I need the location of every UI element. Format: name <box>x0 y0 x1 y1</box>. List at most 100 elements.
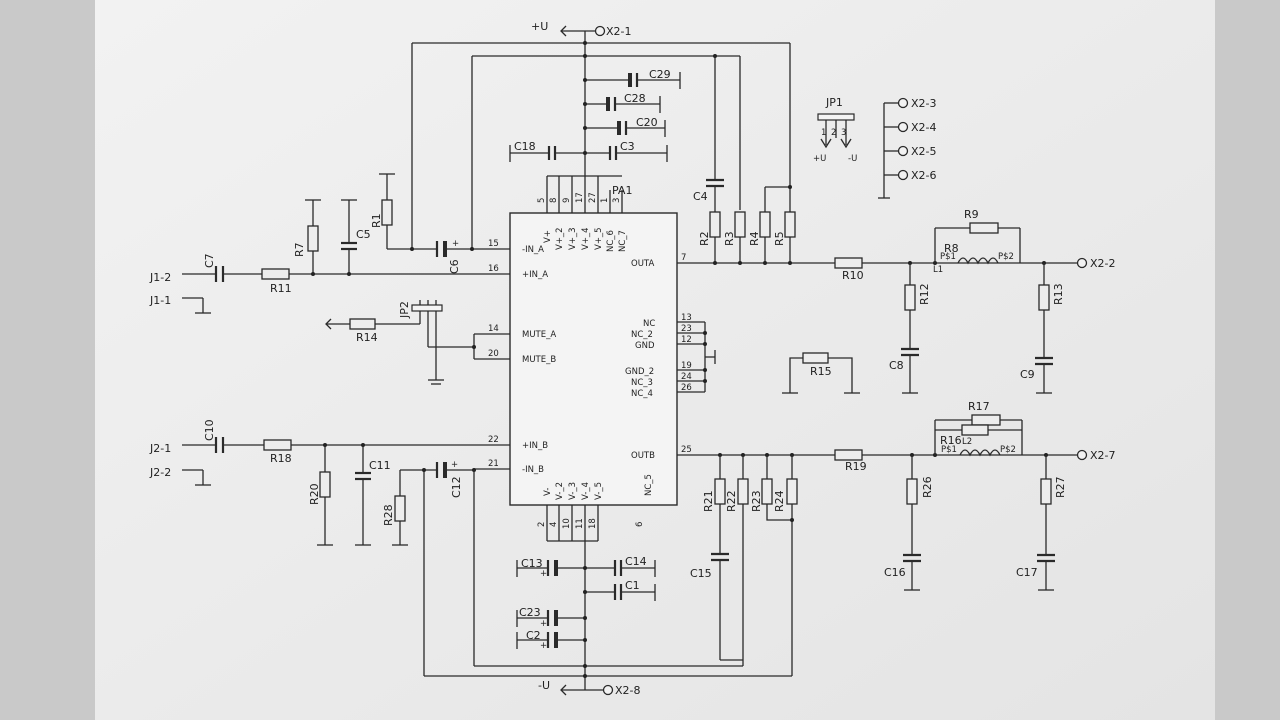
resistor-r21 <box>714 478 726 505</box>
label-x2-6: X2-6 <box>911 169 937 182</box>
ic-top-pins: 5 8 9 17 27 1 3 V+ V+_2 V+_3 V+_4 V+_5 N… <box>537 155 628 252</box>
label-c17: C17 <box>1016 566 1038 579</box>
pin-2-num: 2 <box>537 522 547 527</box>
label-r22: R22 <box>725 490 738 512</box>
label-c20: C20 <box>636 116 658 129</box>
label-c4: C4 <box>693 190 708 203</box>
pin-18-num: 18 <box>588 518 598 529</box>
pin-25-name: OUTB <box>631 451 655 461</box>
resistor-r3 <box>734 211 746 238</box>
label-r12: R12 <box>918 283 931 305</box>
label-c18: C18 <box>514 140 536 153</box>
label-r23: R23 <box>750 490 763 512</box>
label-c6: C6 <box>448 259 461 274</box>
label-r26: R26 <box>921 476 934 498</box>
pin-nc6-name: NC_6 <box>606 230 616 252</box>
pin-11-num: 11 <box>575 518 585 529</box>
label-j2-1: J2-1 <box>149 442 171 455</box>
label-c14: C14 <box>625 555 647 568</box>
pin-20-name: MUTE_B <box>522 355 556 365</box>
label-c5: C5 <box>356 228 371 241</box>
label-r28: R28 <box>382 504 395 526</box>
label-l1: L1 <box>933 265 943 275</box>
label-r13: R13 <box>1052 283 1065 305</box>
pin-13-num: 13 <box>681 313 692 323</box>
label-c8: C8 <box>889 359 904 372</box>
output-stage-b: R21 R22 R23 R24 C15 R19 R17 R16 L2 <box>690 400 1116 676</box>
pin-4-num: 4 <box>549 522 559 527</box>
label-c9: C9 <box>1020 368 1035 381</box>
ic-right-pins: 7 OUTA 13 NC 23 NC_2 12 GND 19 GND_2 24 … <box>625 253 835 461</box>
label-x2-7: X2-7 <box>1090 449 1116 462</box>
label-r27: R27 <box>1054 476 1067 498</box>
label-c29: C29 <box>649 68 671 81</box>
ic-left-pins: 15 -IN_A 16 +IN_A 14 MUTE_A 20 MUTE_B 22… <box>330 239 556 475</box>
pin-1-num: 1 <box>600 198 610 203</box>
label-x2-1: X2-1 <box>606 25 632 38</box>
label-vplus-rail: +U <box>531 20 548 33</box>
pin-23-num: 23 <box>681 324 692 334</box>
pin-21-num: 21 <box>488 459 499 469</box>
label-c28: C28 <box>624 92 646 105</box>
svg-text:+: + <box>540 569 547 579</box>
resistor-r11 <box>261 268 290 280</box>
resistor-r18 <box>263 439 292 451</box>
inductor-l2 <box>959 449 1001 457</box>
label-r7: R7 <box>293 242 306 257</box>
label-r3: R3 <box>723 231 736 246</box>
resistor-r15 <box>802 352 829 364</box>
pin-v-minus-2-name: V-_2 <box>555 482 565 500</box>
label-r21: R21 <box>702 490 715 512</box>
label-j2-2: J2-2 <box>149 466 171 479</box>
resistor-r16 <box>961 424 989 436</box>
label-x2-2: X2-2 <box>1090 257 1116 270</box>
svg-text:+: + <box>452 239 459 249</box>
pin-6-num: 6 <box>635 522 645 527</box>
input-stage-b: J2-1 J2-2 C10 R18 R20 C11 R28 <box>149 419 476 676</box>
pin-8-num: 8 <box>549 198 559 203</box>
label-c11: C11 <box>369 459 391 472</box>
label-j1-2: J1-2 <box>149 271 171 284</box>
label-r15: R15 <box>810 365 832 378</box>
resistor-r23 <box>761 478 773 505</box>
label-l2: L2 <box>962 437 972 447</box>
pin-v-minus-5-name: V-_5 <box>594 482 604 500</box>
pin-27-num: 27 <box>588 192 598 203</box>
label-j1-1: J1-1 <box>149 294 171 307</box>
label-jp1-pin2: 2 <box>831 128 836 138</box>
label-c15: C15 <box>690 567 712 580</box>
label-r20: R20 <box>308 483 321 505</box>
label-r5: R5 <box>773 231 786 246</box>
label-r18: R18 <box>270 452 292 465</box>
pin-23-name: NC_2 <box>631 330 653 340</box>
pin-3-num: 3 <box>612 198 622 203</box>
label-r2: R2 <box>698 231 711 246</box>
pin-v-plus-4-name: V+_4 <box>581 227 591 250</box>
resistor-r24 <box>786 478 798 505</box>
inductor-l1 <box>957 257 999 265</box>
pin-25-num: 25 <box>681 445 692 455</box>
resistor-r2 <box>709 211 721 238</box>
resistor-r22 <box>737 478 749 505</box>
label-c10: C10 <box>203 419 216 441</box>
pin-12-name: GND <box>635 341 655 351</box>
mute-circuit: R14 JP2 <box>325 300 476 385</box>
label-vminus-rail: -U <box>538 679 550 692</box>
pin-14-name: MUTE_A <box>522 330 556 340</box>
label-c16: C16 <box>884 566 906 579</box>
label-c1: C1 <box>625 579 640 592</box>
label-r11: R11 <box>270 282 292 295</box>
pin-22-num: 22 <box>488 435 499 445</box>
label-x2-3: X2-3 <box>911 97 937 110</box>
pin-26-num: 26 <box>681 383 692 393</box>
label-r14: R14 <box>356 331 378 344</box>
pin-24-num: 24 <box>681 372 692 382</box>
resistor-r17 <box>971 414 1001 426</box>
label-r10: R10 <box>842 269 864 282</box>
label-c12: C12 <box>450 476 463 498</box>
resistor-r13 <box>1038 284 1050 311</box>
label-r19: R19 <box>845 460 867 473</box>
label-c23: C23 <box>519 606 541 619</box>
pin-13-name: NC <box>643 319 655 329</box>
